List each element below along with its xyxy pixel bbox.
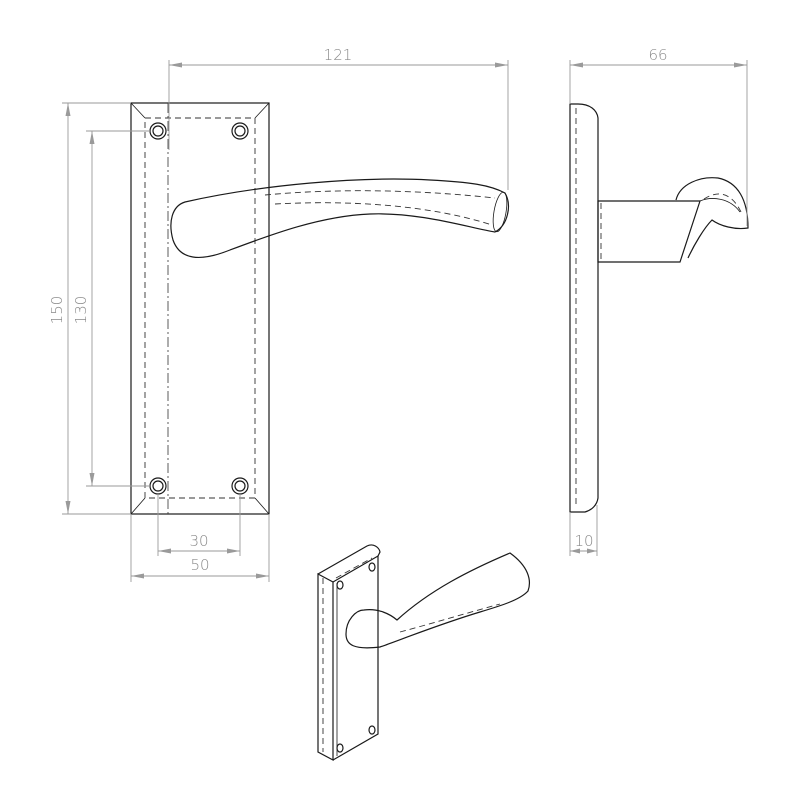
screw-hole-icon xyxy=(368,725,376,735)
backplate-outline xyxy=(130,102,270,515)
dimension-130: 130 xyxy=(72,130,150,487)
dimension-150: 150 xyxy=(48,102,131,515)
front-view xyxy=(130,102,509,515)
dim-label-121: 121 xyxy=(324,46,353,64)
dim-label-130: 130 xyxy=(72,296,90,325)
screw-hole-icon xyxy=(231,477,249,495)
rose-side xyxy=(597,200,701,263)
backplate-side xyxy=(569,103,599,513)
dim-label-10: 10 xyxy=(574,532,593,550)
dimension-121: 121 xyxy=(168,46,509,190)
dim-label-30: 30 xyxy=(189,532,208,550)
dim-label-50: 50 xyxy=(190,556,209,574)
dimension-30: 30 xyxy=(157,494,241,556)
dim-label-150: 150 xyxy=(48,296,66,325)
dimension-66: 66 xyxy=(569,46,748,226)
screw-hole-icon xyxy=(336,743,344,753)
screw-hole-icon xyxy=(149,122,167,140)
backplate-bevel-hidden xyxy=(144,117,256,499)
isometric-view xyxy=(317,544,531,761)
screw-hole-icon xyxy=(368,562,376,572)
lever-side xyxy=(675,177,749,259)
lever-handle-iso xyxy=(345,552,531,649)
screw-hole-icon xyxy=(149,477,167,495)
side-view xyxy=(569,103,749,513)
dim-label-66: 66 xyxy=(648,46,667,64)
screw-hole-icon xyxy=(231,122,249,140)
screw-hole-icon xyxy=(336,580,344,590)
lever-handle xyxy=(170,178,509,258)
dimension-50: 50 xyxy=(130,514,270,582)
dimension-10: 10 xyxy=(569,505,598,556)
